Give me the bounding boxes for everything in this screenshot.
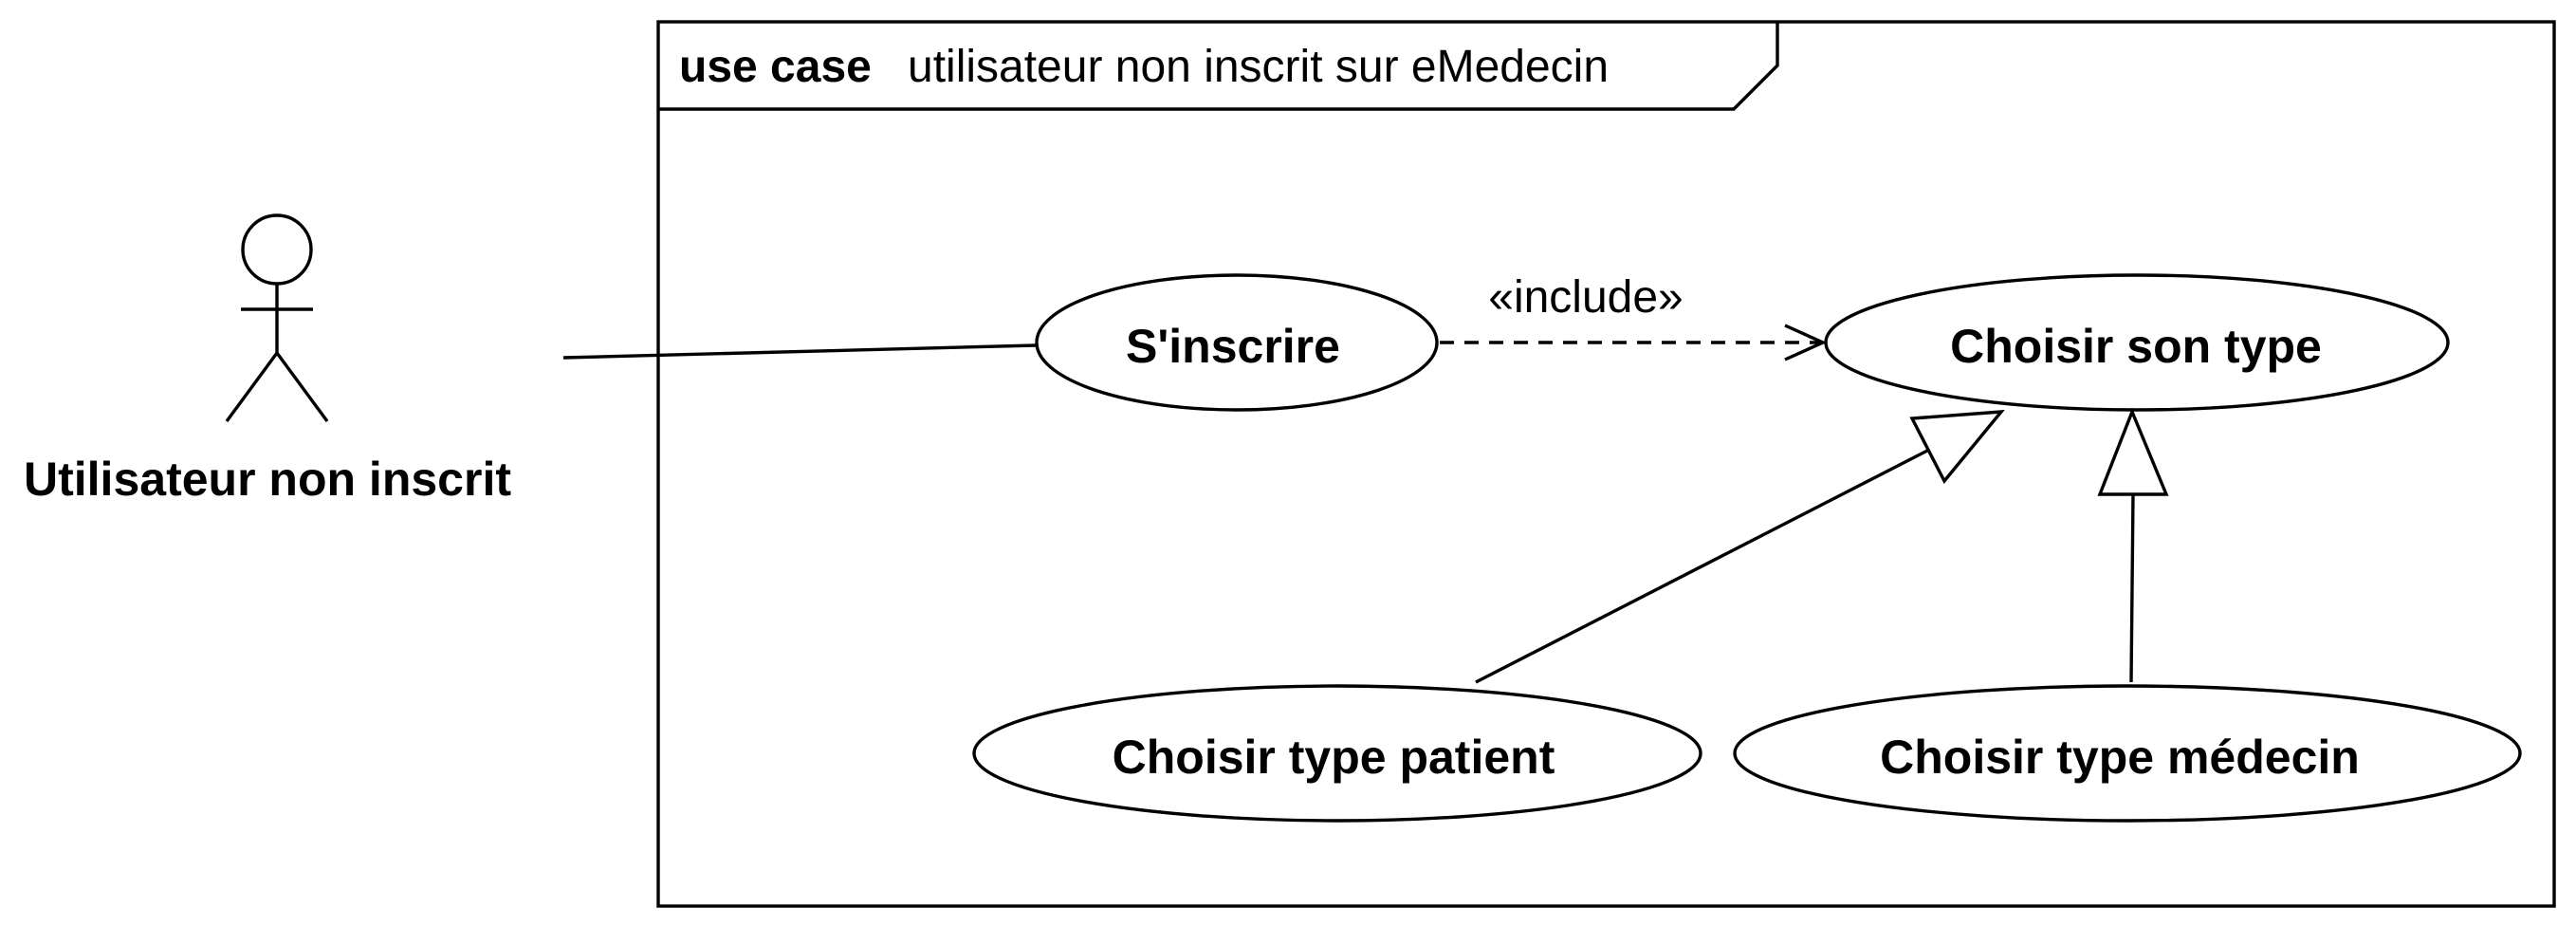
actor-right-leg [275,351,329,423]
system-frame: use case utilisateur non inscrit sur eMe… [656,20,2556,908]
frame-border [656,20,2556,908]
frame-tab [658,22,1779,111]
use-case-sinscrire[interactable]: S'inscrire [1035,273,1439,412]
frame-keyword: use case [679,42,872,92]
use-case-label: S'inscrire [1126,320,1340,373]
actor-utilisateur-non-inscrit[interactable]: Utilisateur non inscrit [24,213,511,506]
use-case-choisir-son-type[interactable]: Choisir son type [1824,273,2450,412]
actor-left-leg [225,351,279,423]
generalization-line-medecin [2129,493,2135,683]
use-case-choisir-type-patient[interactable]: Choisir type patient [972,684,1702,823]
use-case-ellipse [972,684,1702,823]
include-label: «include» [1488,272,1684,323]
generalization-arrowhead-medecin [2097,407,2169,496]
use-case-ellipse [1824,273,2450,412]
actor-head [241,213,313,286]
frame-title: utilisateur non inscrit sur eMedecin [908,42,1609,92]
use-case-label: Choisir type médecin [1880,731,2360,784]
association-line [562,343,1037,360]
use-case-label: Choisir son type [1950,320,2322,373]
include-arrowhead [1784,324,1828,361]
include-relation: «include» [1440,272,1828,361]
generalization-arrowhead-patient [1909,410,2005,485]
use-case-choisir-type-medecin[interactable]: Choisir type médecin [1733,684,2522,823]
use-case-ellipse [1733,684,2522,823]
actor-label: Utilisateur non inscrit [24,453,511,506]
generalization-line-patient [1475,448,1930,684]
use-case-label: Choisir type patient [1113,731,1555,784]
use-case-ellipse [1035,273,1439,412]
